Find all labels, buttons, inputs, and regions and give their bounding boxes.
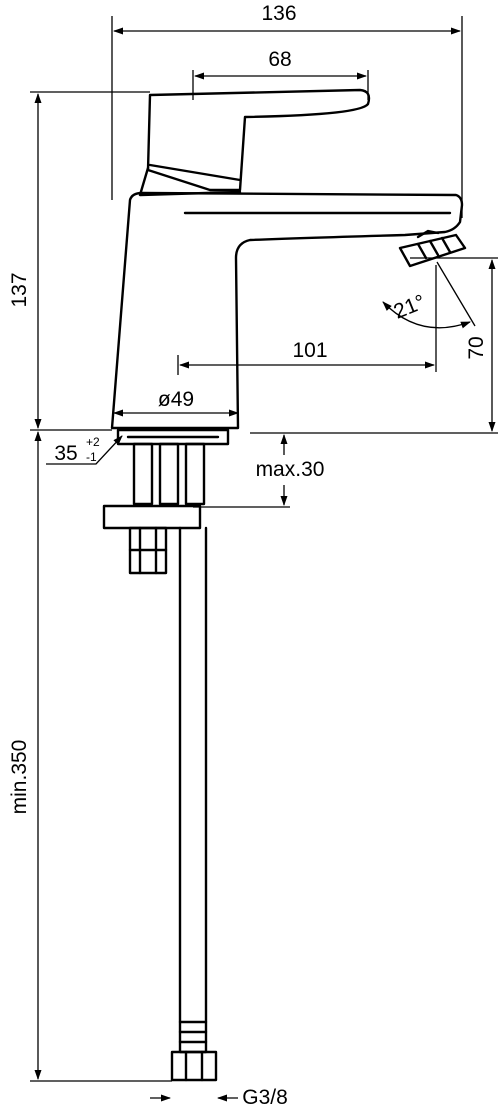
dimension-lines xyxy=(34,27,496,1102)
faucet-body xyxy=(110,88,467,430)
base-diameter-label: ø49 xyxy=(158,388,194,411)
handle-lower-edge xyxy=(148,163,242,182)
overall-height-label: 137 xyxy=(8,272,31,307)
mounting-hole-label: 35 xyxy=(54,442,77,465)
spout-height-label: 70 xyxy=(465,336,488,359)
hose-length-label: min.350 xyxy=(8,740,31,815)
aerator xyxy=(398,233,467,268)
hose-crimp xyxy=(178,1020,208,1054)
spout-reach-label: 101 xyxy=(292,339,327,362)
overall-width-label: 136 xyxy=(261,2,296,25)
connection-thread-label: G3/8 xyxy=(242,1086,288,1109)
countertop-thickness-label: max.30 xyxy=(256,458,325,481)
mounting-hole-leader xyxy=(46,435,123,465)
threaded-rod-mid xyxy=(158,442,180,506)
faucet-handle xyxy=(146,88,371,192)
connection-nut xyxy=(170,1050,218,1082)
threaded-rod-left xyxy=(132,442,154,506)
handle-width-label: 68 xyxy=(268,48,291,71)
aerator-tip xyxy=(416,229,440,239)
threaded-rod-right xyxy=(184,442,206,506)
spout-angle-arc xyxy=(382,301,471,329)
faucet-spout-body xyxy=(110,191,464,430)
mounting-plate xyxy=(102,504,202,530)
spout-angle-ray xyxy=(436,261,476,327)
mounting-hole-tolerance-upper: +2 xyxy=(86,435,100,449)
extension-lines xyxy=(30,16,498,1082)
spout-angle-label: 21° xyxy=(391,290,429,323)
mounting-hole-tolerance-lower: -1 xyxy=(86,450,97,464)
dimension-labels: 136 68 137 101 70 21° ø49 max.30 min.350… xyxy=(8,2,488,1109)
mounting-hardware xyxy=(102,428,230,1082)
